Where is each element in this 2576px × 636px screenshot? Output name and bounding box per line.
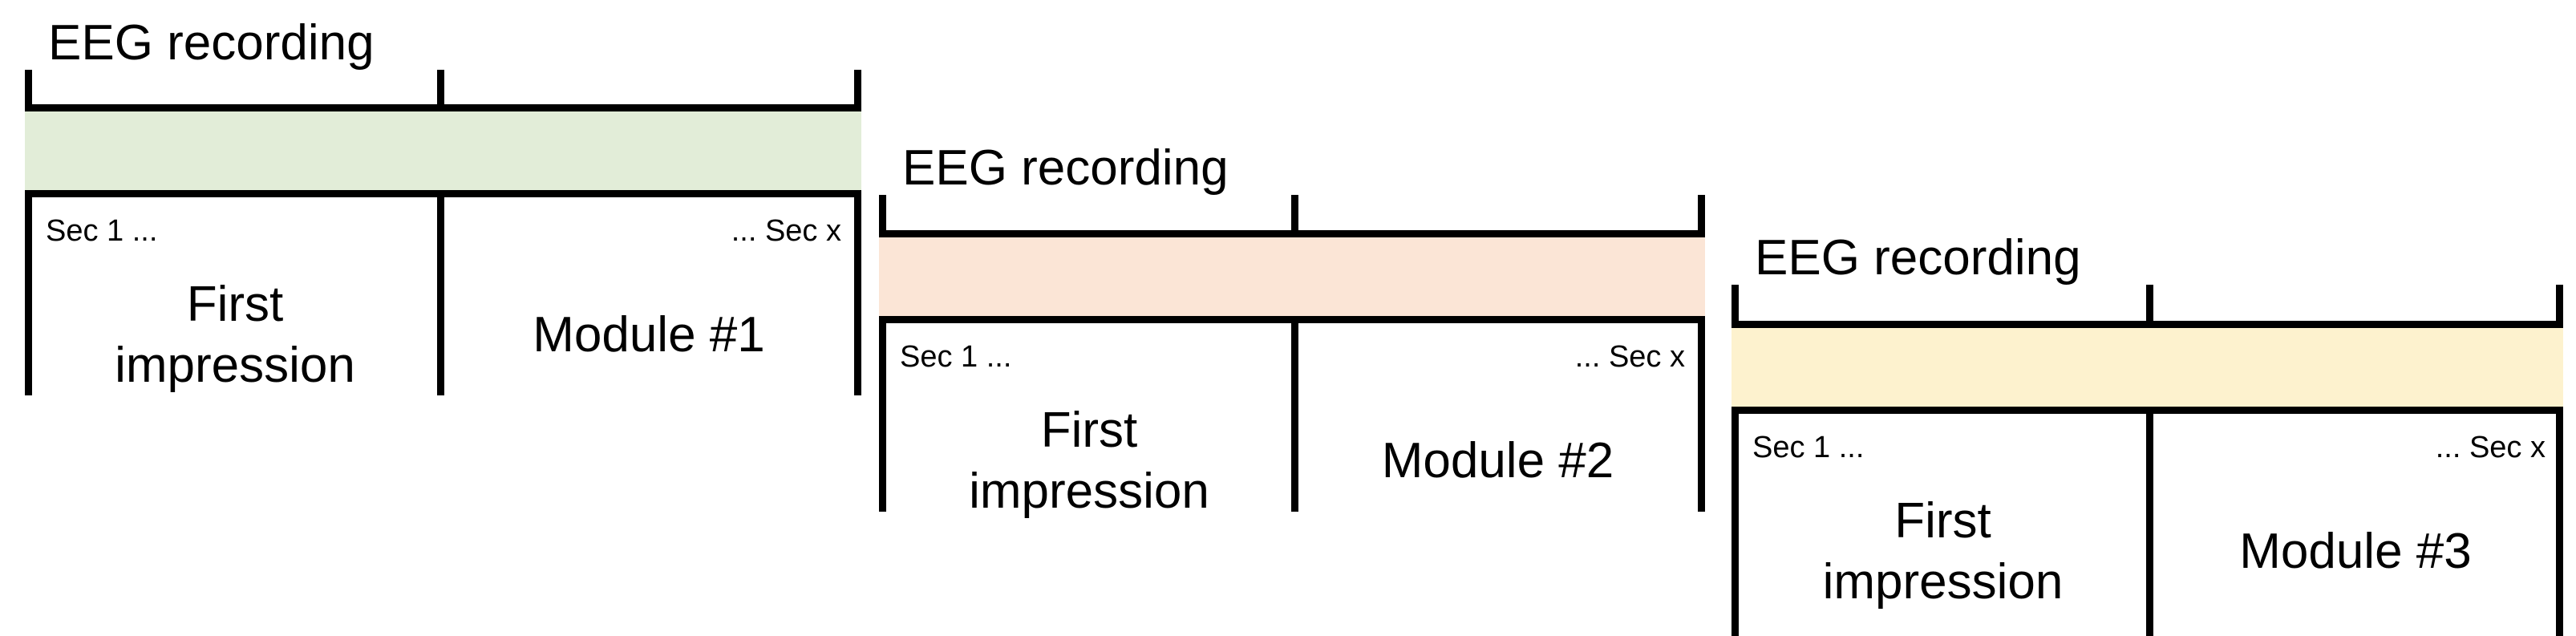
eeg-band-3 xyxy=(1732,321,2563,414)
sec-start-label-2: Sec 1 ... xyxy=(900,340,1012,374)
block-divider-3 xyxy=(2146,285,2153,321)
block-left-rule-2 xyxy=(879,195,886,512)
first-impression-title-1: First impression xyxy=(115,277,355,393)
sec-end-label-3: ... Sec x xyxy=(2435,431,2546,464)
eeg-band-1 xyxy=(25,104,861,197)
eeg-recording-label-2: EEG recording xyxy=(902,140,1229,196)
block-divider-2b xyxy=(1291,323,1298,512)
block-right-rule-2 xyxy=(1698,195,1705,512)
sec-start-label-1: Sec 1 ... xyxy=(46,214,158,248)
block-divider-3b xyxy=(2146,414,2153,636)
eeg-recording-label-3: EEG recording xyxy=(1755,230,2081,286)
block-divider-1b xyxy=(437,197,444,395)
module-title-3: Module #3 xyxy=(2239,524,2472,579)
eeg-recording-label-1: EEG recording xyxy=(48,15,375,71)
module-title-1: Module #1 xyxy=(533,307,765,363)
sec-start-label-3: Sec 1 ... xyxy=(1752,431,1865,464)
sec-end-label-1: ... Sec x xyxy=(731,214,841,248)
block-right-rule-1 xyxy=(854,70,861,395)
block-left-rule-3 xyxy=(1732,285,1739,636)
timeline-block-2: EEG recording Sec 1 ... ... Sec x First … xyxy=(879,144,1705,519)
first-impression-title-3: First impression xyxy=(1822,493,2064,610)
eeg-band-2 xyxy=(879,230,1705,323)
timeline-block-3: EEG recording Sec 1 ... ... Sec x First … xyxy=(1732,233,2563,636)
block-divider-1 xyxy=(437,70,444,104)
timeline-block-1: EEG recording Sec 1 ... ... Sec x First … xyxy=(25,18,861,395)
block-divider-2 xyxy=(1291,195,1298,230)
module-title-2: Module #2 xyxy=(1381,433,1614,488)
sec-end-label-2: ... Sec x xyxy=(1574,340,1685,374)
first-impression-title-2: First impression xyxy=(969,403,1209,519)
block-left-rule-1 xyxy=(25,70,32,395)
block-right-rule-3 xyxy=(2556,285,2563,636)
